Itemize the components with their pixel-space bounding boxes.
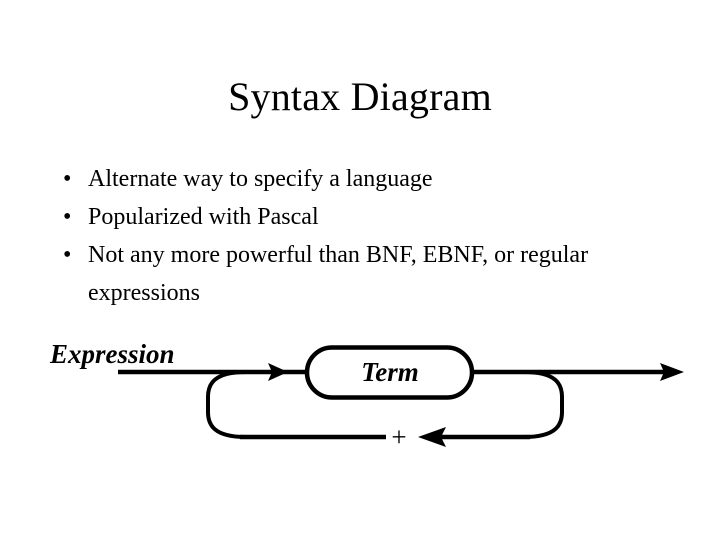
list-item: • Popularized with Pascal	[56, 198, 696, 236]
arrow-right-icon	[660, 363, 684, 381]
diagram-loop-right	[523, 370, 564, 439]
list-item-text: Popularized with Pascal	[88, 204, 319, 230]
bullet-marker-icon: •	[63, 242, 72, 268]
list-item: • Not any more powerful than BNF, EBNF, …	[56, 236, 696, 312]
diagram-loop-label: +	[391, 422, 406, 452]
arrow-left-icon	[418, 427, 446, 447]
diagram-rule-label: Expression	[49, 339, 175, 369]
diagram-node-label: Term	[361, 357, 419, 387]
list-item-text: Not any more powerful than BNF, EBNF, or…	[88, 242, 589, 306]
list-item: • Alternate way to specify a language	[56, 160, 696, 198]
bullet-list: • Alternate way to specify a language • …	[56, 160, 696, 312]
bullet-marker-icon: •	[63, 166, 72, 192]
bullet-marker-icon: •	[63, 204, 72, 230]
page-title: Syntax Diagram	[228, 74, 492, 119]
arrow-right-icon	[268, 363, 288, 381]
list-item-text: Alternate way to specify a language	[88, 166, 433, 192]
diagram-loop-left	[206, 370, 247, 439]
syntax-diagram: Expression Term +	[0, 318, 720, 478]
